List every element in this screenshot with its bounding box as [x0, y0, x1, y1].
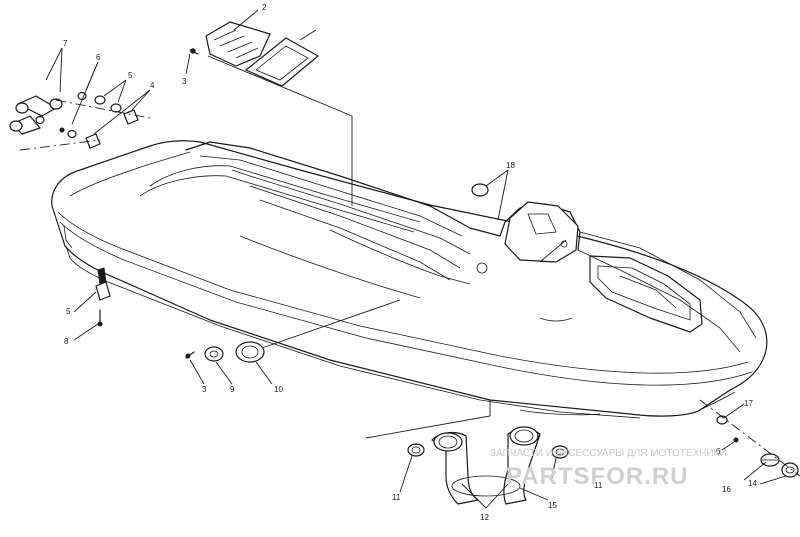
callout-16: 16 — [722, 485, 731, 494]
part-4-spacers — [85, 109, 139, 149]
callout-4: 4 — [150, 81, 155, 90]
part-11-hose-clamp-left — [407, 443, 425, 457]
callout-3-mid: 3 — [202, 385, 207, 394]
leader-lines — [45, 9, 787, 509]
part-8-screw-left — [97, 309, 103, 327]
part-18-plug — [471, 183, 489, 197]
callout-7: 7 — [63, 39, 68, 48]
callout-8: 8 — [64, 337, 69, 346]
callout-6-right: 6 — [716, 447, 721, 456]
callout-15: 15 — [548, 501, 557, 510]
part-5-drain-fitting — [95, 267, 111, 301]
callout-17: 17 — [744, 399, 753, 408]
watermark: ЗАПЧАСТИ И АКСЕССУАРЫ ДЛЯ МОТОТЕХНИКИ PA… — [490, 448, 727, 490]
part-12-elbow-right — [503, 426, 541, 505]
callout-14: 14 — [748, 479, 757, 488]
axis-line-lower — [19, 139, 101, 151]
part-7-bumper-lower — [9, 115, 41, 135]
callout-18: 18 — [506, 161, 515, 170]
callout-5-top: 5 — [128, 71, 133, 80]
callout-3-top: 3 — [182, 77, 187, 86]
part-3-screw-mid — [185, 351, 195, 359]
axis-line-upper — [55, 99, 151, 119]
watermark-logo: PARTSFOR.RU — [506, 463, 689, 490]
callout-9: 9 — [230, 385, 235, 394]
part-7-bumper-upper — [15, 95, 63, 117]
axis-line-right — [699, 399, 800, 477]
callout-10: 10 — [274, 385, 283, 394]
part-14-drain-plug-right — [781, 462, 799, 478]
callout-labels: 2 3 7 6 5 4 18 5 8 3 9 10 17 6 16 14 11 … — [63, 3, 757, 522]
part-16-washer — [733, 437, 739, 443]
callout-2: 2 — [262, 3, 267, 12]
callout-11-left: 11 — [392, 493, 401, 502]
callout-12: 12 — [480, 513, 489, 522]
part-2-intake-grille — [205, 21, 319, 87]
callout-11-right: 11 — [594, 481, 603, 490]
part-9-fitting — [204, 346, 224, 362]
part-15-elbow-right — [760, 453, 780, 467]
part-10-gasket-ring — [235, 341, 265, 363]
callout-5-left: 5 — [66, 307, 71, 316]
part-3-screw-top — [189, 48, 199, 55]
part-11-hose-clamp-right — [551, 445, 569, 459]
callout-6: 6 — [96, 53, 101, 62]
part-5-nuts — [67, 95, 122, 139]
part-12-elbow-left — [431, 431, 479, 505]
watercraft-hull — [51, 140, 768, 419]
watermark-caption: ЗАПЧАСТИ И АКСЕССУАРЫ ДЛЯ МОТОТЕХНИКИ — [490, 448, 727, 459]
part-15-mounting-ring — [451, 475, 521, 497]
